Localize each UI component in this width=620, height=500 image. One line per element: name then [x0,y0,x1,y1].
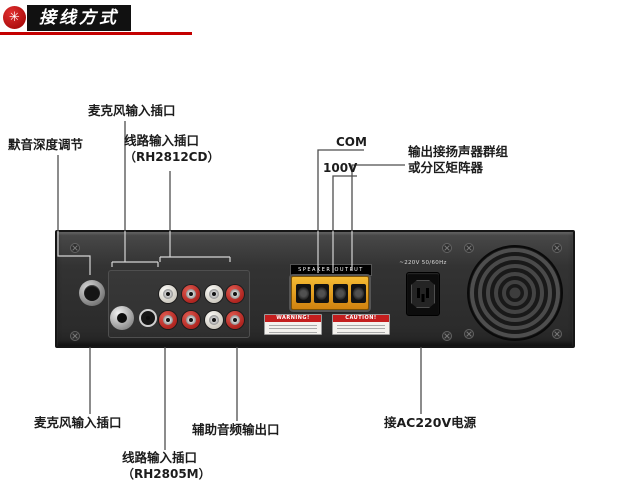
warning-sticker-label: WARNING! [265,315,321,322]
terminal-screw [296,284,311,303]
rca-jack [226,285,244,303]
terminal-screw [333,284,348,303]
speaker-output-label: SPEAKER OUTPUT [290,264,372,276]
mute-depth-knob [79,280,105,306]
power-rating-label: ~220V 50/60Hz [399,260,447,266]
socket-slot [421,294,425,302]
ac-socket-inlet [411,280,435,308]
terminal-screw [351,284,366,303]
brand-seal-icon: ✳ [3,6,26,29]
rca-jack [226,311,244,329]
callout-line-input-top-model: （RH2812CD） [124,150,220,164]
mic-jack-1 [110,306,134,330]
sticker-text-line [269,324,317,326]
page-title: 接线方式 [27,5,131,31]
callout-mic-input-top: 麦克风输入插口 [88,103,176,118]
sticker-text-line [337,331,385,333]
callout-com-terminal: COM [336,135,367,149]
callout-line-input-bottom-model: （RH2805M） [122,467,211,481]
callout-mute-depth: 默音深度调节 [8,137,84,152]
ac-power-socket [406,272,440,316]
sticker-text-line [269,331,317,333]
warning-sticker: WARNING! [264,314,322,335]
speaker-terminal-block [291,276,369,310]
title-underline [0,32,192,35]
jack-hole [117,313,127,323]
caution-sticker-label: CAUTION! [333,315,389,322]
amplifier-rear-panel: SPEAKER OUTPUT WARNING! CAUTION! ~220V 5… [55,230,575,348]
sticker-text-line [337,324,385,326]
callout-line-input-bottom-text: 线路输入插口 [122,450,198,465]
rca-jack [159,311,177,329]
rca-jack [182,285,200,303]
terminal-screw [314,284,329,303]
callout-line-input-bottom: 线路输入插口 （RH2805M） [122,450,211,482]
cooling-fan [467,245,563,341]
callout-line-input-top: 线路输入插口 （RH2812CD） [124,133,219,165]
callout-aux-output: 辅助音频输出口 [192,422,280,437]
callout-speaker-output: 输出接扬声器群组 或分区矩阵器 [408,144,508,176]
callout-100v-terminal: 100V [323,161,358,175]
caution-sticker: CAUTION! [332,314,390,335]
socket-slot [426,288,429,298]
rca-jack [205,285,223,303]
callout-mic-input-bottom: 麦克风输入插口 [34,415,122,430]
mic-jack-2 [139,309,157,327]
rca-jack [205,311,223,329]
sticker-text-line [337,328,385,329]
rca-jack [182,311,200,329]
callout-line-input-top-text: 线路输入插口 [124,133,200,148]
input-jack-group [108,270,250,338]
sticker-text-line [269,328,317,329]
callout-ac-power: 接AC220V电源 [384,415,477,430]
callout-speaker-output-line1: 输出接扬声器群组 [408,144,509,159]
knob-cap [84,285,100,301]
rca-jack [159,285,177,303]
callout-speaker-output-line2: 或分区矩阵器 [408,160,484,175]
jack-hole [146,316,150,320]
socket-slot [417,288,420,298]
